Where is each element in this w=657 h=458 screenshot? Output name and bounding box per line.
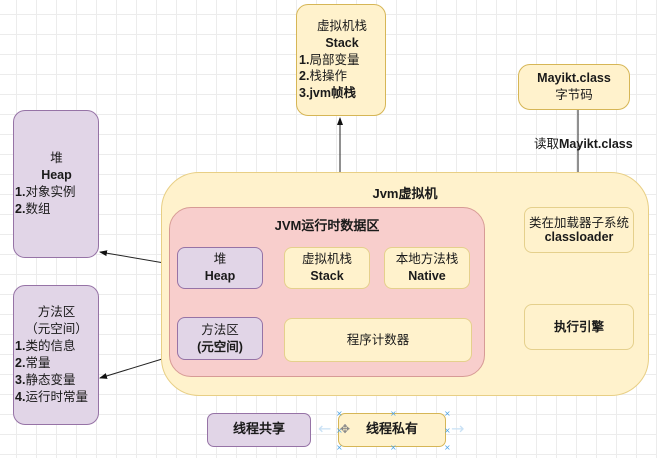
inner-stack-box[interactable]: 虚拟机栈 Stack [284,247,370,289]
selection-handle[interactable]: × [444,426,451,435]
heap-detail-subtitle: Heap [41,168,72,183]
inner-method-subtitle: (元空间) [197,339,243,354]
execution-engine-title: 执行引擎 [553,318,604,334]
heap-detail-title: 堆 [50,150,63,166]
execution-engine-box[interactable]: 执行引擎 [524,304,634,350]
inner-heap-subtitle: Heap [204,269,236,283]
connect-arrow-left-icon[interactable]: ← [318,419,332,438]
edge-heap-to-left-heap [99,250,171,265]
stack-detail-item: 3.jvm帧栈 [299,86,356,101]
method-detail-item: 3.静态变量 [15,371,76,387]
selection-handle[interactable]: × [390,443,397,452]
legend-private-label: 线程私有 [365,422,418,438]
runtime-area-title: JVM运行时数据区 [274,218,380,233]
inner-method-title: 方法区 [201,321,239,337]
method-detail-subtitle: （元空间） [25,321,88,337]
heap-detail-item: 2.数组 [15,200,51,216]
selection-handle[interactable]: × [336,426,343,435]
stack-detail-title: 虚拟机栈 [316,17,367,33]
stack-detail-item: 2.栈操作 [299,68,347,84]
read-class-label[interactable]: 读取Mayikt.class [534,136,633,151]
method-area-detail-box[interactable]: 方法区 （元空间） 1.类的信息 2.常量 3.静态变量 4.运行时常量 [13,285,99,425]
inner-stack-title: 虚拟机栈 [301,251,352,267]
inner-native-title: 本地方法栈 [395,251,459,267]
method-detail-item: 1.类的信息 [15,338,76,354]
selection-handle[interactable]: × [444,443,451,452]
classloader-box[interactable]: 类在加载器子系统 classloader [524,207,634,253]
bytecode-subtitle: 字节码 [555,87,593,102]
method-detail-title: 方法区 [37,304,76,320]
inner-method-area-box[interactable]: 方法区 (元空间) [177,317,263,360]
inner-stack-subtitle: Stack [310,269,344,283]
program-counter-title: 程序计数器 [346,331,410,347]
stack-detail-item: 1.局部变量 [299,51,360,67]
legend-thread-private[interactable]: 线程私有 [338,413,446,447]
classloader-title: 类在加载器子系统 [528,215,629,230]
selection-handle[interactable]: × [444,409,451,418]
bytecode-title: Mayikt.class [537,71,611,86]
stack-detail-box[interactable]: 虚拟机栈 Stack 1.局部变量 2.栈操作 3.jvm帧栈 [296,4,386,116]
move-handle-icon[interactable]: ✥ [340,422,351,436]
inner-heap-box[interactable]: 堆 Heap [177,247,263,289]
inner-heap-title: 堆 [213,251,227,267]
jvm-title: Jvm虚拟机 [372,186,438,201]
heap-detail-box[interactable]: 堆 Heap 1.对象实例 2.数组 [13,110,99,258]
selection-handle[interactable]: × [390,409,397,418]
inner-native-subtitle: Native [408,269,446,283]
program-counter-box[interactable]: 程序计数器 [284,318,472,362]
bytecode-box[interactable]: Mayikt.class 字节码 [518,64,630,110]
heap-detail-item: 1.对象实例 [15,184,76,199]
method-detail-item: 4.运行时常量 [15,388,88,404]
selection-handle[interactable]: × [336,443,343,452]
inner-native-stack-box[interactable]: 本地方法栈 Native [384,247,470,289]
connect-arrow-right-icon[interactable]: → [451,419,465,438]
classloader-subtitle: classloader [544,230,614,244]
legend-thread-shared[interactable]: 线程共享 [207,413,311,447]
legend-shared-label: 线程共享 [232,422,285,438]
stack-detail-subtitle: Stack [325,35,359,50]
method-detail-item: 2.常量 [15,355,51,370]
selection-handle[interactable]: × [336,409,343,418]
